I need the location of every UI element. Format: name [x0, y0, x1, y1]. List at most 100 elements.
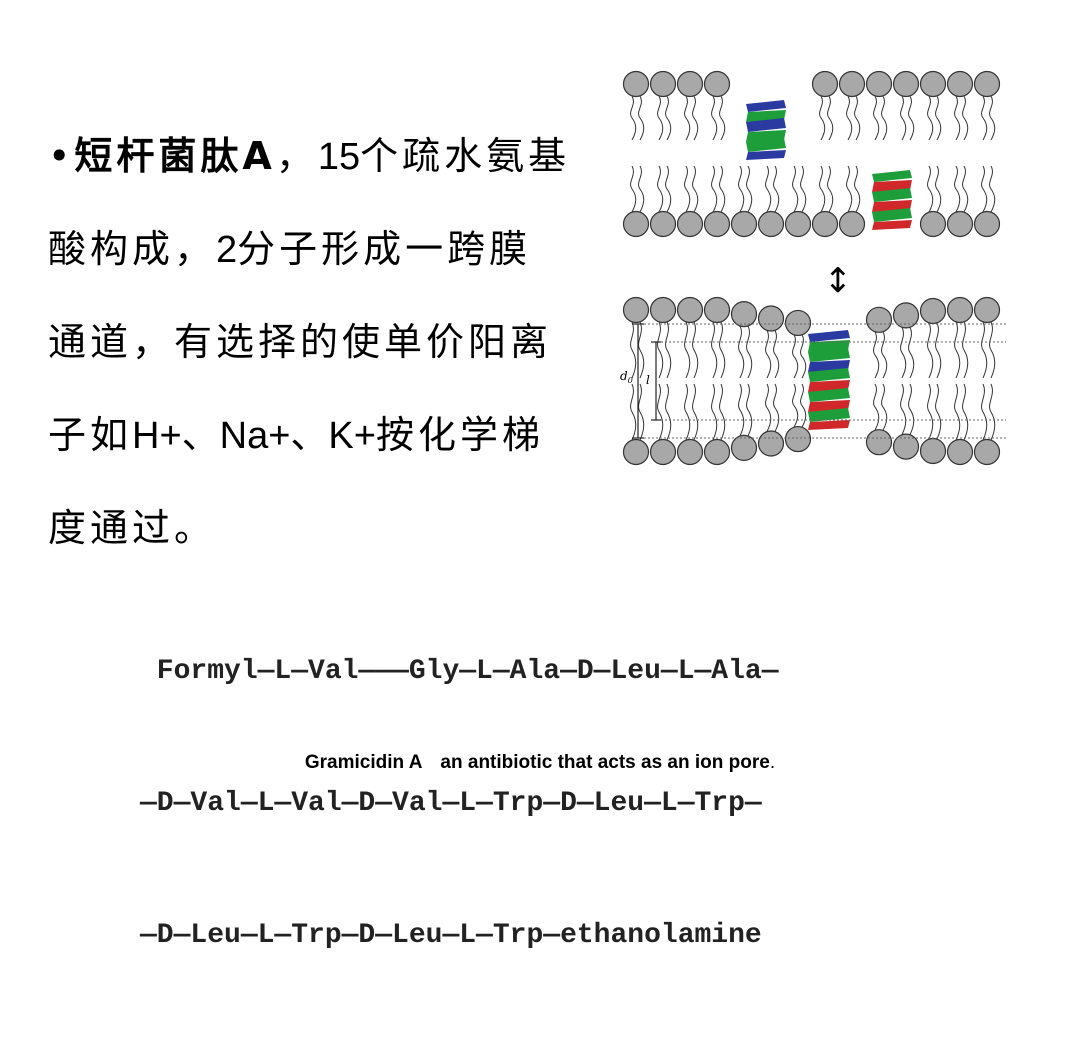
caption-description: an antibiotic that acts as an ion pore	[440, 752, 770, 773]
lipid-head	[730, 300, 758, 328]
lipid-head	[649, 210, 677, 238]
lipid-tail	[827, 95, 834, 141]
lipid-tail	[638, 165, 645, 213]
lipid-head	[622, 70, 650, 98]
sequence-line-1: Formyl—L—Val———Gly—L—Ala—D—Leu—L—Ala—	[140, 656, 779, 687]
lipid-tail	[935, 322, 942, 379]
lipid-tail	[927, 383, 934, 440]
lipid-tail	[657, 165, 664, 213]
helix-monomer-bottom	[872, 170, 912, 230]
lipid-head	[676, 438, 704, 466]
lipid-head	[649, 296, 677, 324]
lipid-head	[973, 70, 1001, 98]
lipid-tail	[692, 95, 699, 141]
lipid-bilayers	[622, 70, 1001, 466]
lipid-tail	[962, 95, 969, 141]
lipid-head	[622, 210, 650, 238]
lipid-tail	[900, 383, 907, 435]
lipid-head	[892, 70, 920, 98]
lipid-tail	[792, 383, 799, 428]
lipid-tail	[746, 383, 753, 437]
lipid-tail	[819, 165, 826, 213]
lipid-tail	[900, 95, 907, 141]
text-line-1: •短杆菌肽A，15个疏水氨基	[48, 134, 571, 178]
sequence-line-2: —D—Val—L—Val—D—Val—L—Trp—D—Leu—L—Trp—	[140, 788, 762, 819]
lipid-tail	[854, 95, 861, 141]
lipid-head	[757, 430, 785, 457]
lipid-head	[838, 210, 866, 238]
lipid-tail	[711, 95, 718, 141]
label-l: l	[646, 373, 650, 387]
lipid-head	[838, 70, 866, 98]
thickness-guides	[644, 323, 1006, 439]
lipid-head	[919, 437, 947, 465]
lipid-tail	[638, 95, 645, 141]
label-d0: d0	[620, 369, 633, 385]
text-line-5: 度通过。	[48, 506, 217, 550]
lipid-head	[784, 210, 812, 238]
lipid-tail	[962, 321, 969, 379]
lipid-head	[676, 70, 704, 98]
lipid-tail	[657, 383, 664, 441]
lipid-tail	[881, 383, 888, 431]
lipid-tail	[981, 383, 988, 441]
lipid-head	[703, 296, 731, 324]
transition-arrow: ↕	[824, 261, 853, 301]
lipid-head	[946, 70, 974, 98]
lipid-head	[919, 70, 947, 98]
lipid-head	[676, 296, 704, 324]
lipid-head	[784, 309, 812, 337]
lipid-tail	[908, 327, 915, 379]
helices	[746, 100, 912, 430]
lipid-tail	[989, 383, 996, 441]
lipid-head	[973, 438, 1001, 466]
lipid-tail	[711, 383, 718, 441]
peptide-sequence: Formyl—L—Val———Gly—L—Ala—D—Leu—L—Ala— —D…	[140, 562, 1020, 1046]
lipid-tail	[981, 95, 988, 141]
lipid-tail	[935, 383, 942, 440]
lipid-tail	[773, 330, 780, 379]
lipid-tail	[711, 321, 718, 379]
lipid-tail	[962, 383, 969, 441]
lipid-head	[730, 210, 758, 238]
lipid-head	[649, 438, 677, 466]
lipid-tail	[935, 95, 942, 141]
lipid-tail	[630, 383, 637, 441]
lipid-tail	[684, 165, 691, 213]
text-line-2: 酸构成，2分子形成一跨膜	[48, 227, 532, 271]
lipid-tail	[738, 383, 745, 437]
lipid-tail	[765, 165, 772, 213]
lipid-tail	[638, 321, 645, 379]
lipid-head	[811, 70, 839, 98]
lipid-tail	[719, 165, 726, 213]
text-line-3: 通道，有选择的使单价阳离	[48, 320, 553, 364]
lipid-tail	[954, 165, 961, 213]
lipid-tail	[927, 95, 934, 141]
lipid-head	[622, 438, 650, 466]
lipid-head	[946, 210, 974, 238]
lipid-tail	[792, 165, 799, 213]
lipid-tail	[989, 165, 996, 213]
lipid-tail	[692, 321, 699, 379]
lipid-tail	[665, 165, 672, 213]
lipid-tail	[630, 165, 637, 213]
sequence-line-3: —D—Leu—L—Trp—D—Leu—L—Trp—ethanolamine	[140, 920, 762, 951]
lipid-head	[757, 305, 785, 332]
lipid-tail	[773, 383, 780, 432]
lipid-head	[865, 429, 893, 456]
lipid-tail	[746, 165, 753, 213]
lipid-tail	[846, 95, 853, 141]
lipid-tail	[881, 331, 888, 379]
lipid-tail	[989, 321, 996, 379]
lipid-tail	[827, 165, 834, 213]
lipid-tail	[846, 165, 853, 213]
lipid-head	[811, 210, 839, 238]
lipid-tail	[962, 165, 969, 213]
lipid-head	[649, 70, 677, 98]
lipid-tail	[819, 95, 826, 141]
lipid-tail	[873, 383, 880, 431]
lipid-tail	[927, 322, 934, 379]
helix-monomer-top	[746, 100, 786, 160]
lipid-tail	[638, 383, 645, 441]
